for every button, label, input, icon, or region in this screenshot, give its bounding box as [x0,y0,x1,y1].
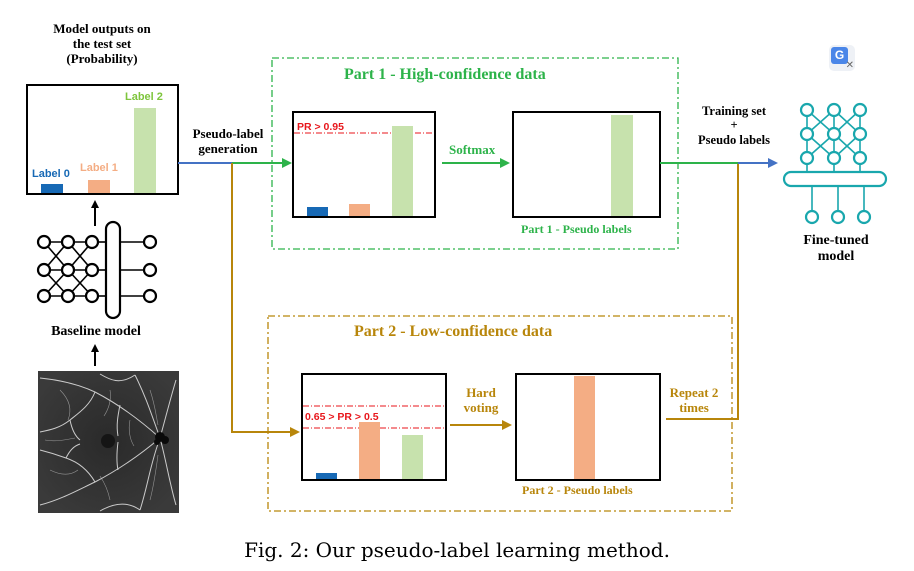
finetuned-label: Fine-tuned model [790,233,882,265]
outputs-title: Model outputs on the test set (Probabili… [28,21,176,67]
part2-chart [301,373,447,481]
outputs-title-line3: (Probability) [66,50,138,66]
softmax-label: Softmax [449,142,496,157]
repeat-line1: Repeat 2 [669,385,719,400]
baseline-network-icon [36,220,158,320]
repeat-line2: times [679,399,709,415]
bar-label0-text: Label 0 [32,168,70,180]
bar-label1-text: Label 1 [80,162,118,174]
bar-label1 [88,180,110,193]
bar-label2 [134,108,156,193]
part2-pseudo-bar-label1 [574,376,595,479]
google-translate-icon[interactable]: G ✕ [829,45,855,71]
outputs-title-line1: Model outputs on [53,21,151,36]
figure-caption: Fig. 2: Our pseudo-label learning method… [244,538,670,562]
finetuned-line1: Fine-tuned [803,233,869,248]
connector-repeat [666,163,739,420]
bar-label0 [41,184,63,193]
pseudo-generation-line2: generation [198,140,258,156]
part1-pseudo-caption: Part 1 - Pseudo labels [521,222,632,236]
translate-x-glyph: ✕ [845,60,854,71]
part2-bar-label1 [359,422,380,479]
arrow-to-part2 [231,163,300,437]
training-line3: Pseudo labels [698,132,770,147]
hard-voting-line2: voting [463,399,499,415]
part1-pseudo-chart [512,111,661,218]
part2-bar-label0 [316,473,337,479]
outputs-title-line2: the test set [72,35,132,51]
training-line1: Training set [701,104,766,118]
part2-threshold-text: 0.65 > PR > 0.5 [305,411,379,423]
finetuned-line2: model [817,249,855,265]
training-set-label: Training set + Pseudo labels [686,104,782,147]
hard-voting-label: Hard voting [452,385,510,416]
part1-bar-label1 [349,204,370,216]
part2-pseudo-chart [515,373,661,481]
retina-image [38,371,179,513]
outputs-chart [26,84,179,195]
part1-chart [292,111,436,218]
part2-pseudo-caption: Part 2 - Pseudo labels [522,483,633,497]
part1-title: Part 1 - High-confidence data [344,66,546,83]
part1-threshold-text: PR > 0.95 [297,121,344,133]
part2-title: Part 2 - Low-confidence data [354,323,553,340]
hard-voting-line1: Hard [466,385,496,400]
finetuned-network-icon [782,102,888,225]
part1-bar-label2 [392,126,413,216]
pseudo-generation-line1: Pseudo-label [192,126,264,141]
repeat-label: Repeat 2 times [662,385,726,416]
baseline-label: Baseline model [51,324,141,339]
bar-label2-text: Label 2 [125,91,163,103]
training-line2: + [730,118,738,133]
part1-pseudo-bar-label2 [611,115,633,216]
part1-bar-label0 [307,207,328,216]
pseudo-generation-label: Pseudo-label generation [184,126,272,157]
part2-bar-label2 [402,435,423,479]
part2-box [267,315,733,512]
translate-g-glyph: G [831,47,848,64]
part1-box [271,57,679,250]
